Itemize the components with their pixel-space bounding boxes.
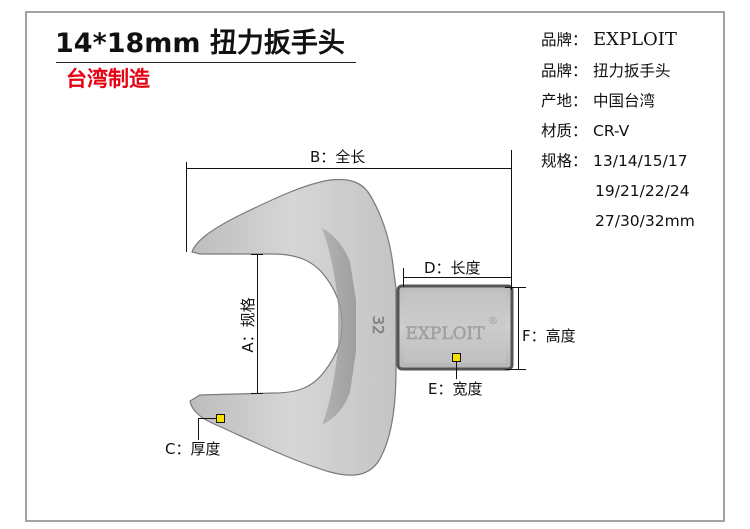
spec-size: 规格： 13/14/15/17 (541, 151, 688, 171)
dim-label-c: C：厚度 (165, 440, 221, 458)
dim-label-e: E：宽度 (428, 380, 483, 398)
dim-b-right-tick (511, 150, 512, 290)
spec-key: 品牌： (541, 31, 588, 49)
spec-value: 中国台湾 (593, 92, 656, 110)
registered-mark: ® (488, 316, 498, 327)
dim-f-bottom-tick (505, 369, 526, 370)
dim-a-line (257, 254, 258, 393)
spec-value: CR-V (593, 122, 630, 140)
jaw-bevel-shading (322, 228, 356, 425)
dim-label-f: F：高度 (522, 327, 576, 345)
dim-d-line (403, 277, 511, 278)
origin-subtitle: 台湾制造 (66, 67, 150, 91)
dim-label-d: D：长度 (424, 259, 481, 277)
dim-c-leader-h (198, 418, 217, 419)
spec-key: 品牌： (541, 62, 588, 80)
spec-origin: 产地： 中国台湾 (541, 91, 655, 111)
product-frame (25, 11, 725, 522)
spec-value: EXPLOIT (593, 29, 677, 50)
dim-c-marker (216, 414, 225, 423)
dim-c-leader-v (198, 418, 199, 440)
engraved-size: 32 (369, 315, 387, 334)
spec-brand: 品牌： EXPLOIT (541, 30, 677, 50)
spec-key: 产地： (541, 92, 588, 110)
spec-product: 品牌： 扭力扳手头 (541, 61, 671, 81)
wrench-jaw-body (189, 178, 397, 476)
dim-b-line (186, 168, 512, 169)
dim-e-marker (452, 353, 461, 362)
dim-label-b: B：全长 (310, 148, 366, 166)
dim-e-leader (456, 362, 457, 379)
spec-size-cont-2: 27/30/32mm (595, 212, 695, 230)
product-title: 14*18mm 扭力扳手头 (55, 28, 345, 59)
spec-key: 规格： (541, 152, 588, 170)
spec-material: 材质： CR-V (541, 121, 629, 141)
title-underline (56, 62, 356, 63)
dim-f-top-tick (505, 287, 526, 288)
spec-size-cont-1: 19/21/22/24 (595, 182, 690, 200)
spec-key: 材质： (541, 122, 588, 140)
dim-a-bottom-tick (251, 393, 263, 394)
spec-value: 扭力扳手头 (593, 62, 671, 80)
dim-label-a: A：规格 (239, 297, 257, 353)
engraved-brand: EXPLOIT (405, 324, 485, 344)
dim-f-line (518, 287, 519, 369)
spec-value: 13/14/15/17 (593, 152, 688, 170)
dim-b-left-tick (186, 162, 187, 252)
